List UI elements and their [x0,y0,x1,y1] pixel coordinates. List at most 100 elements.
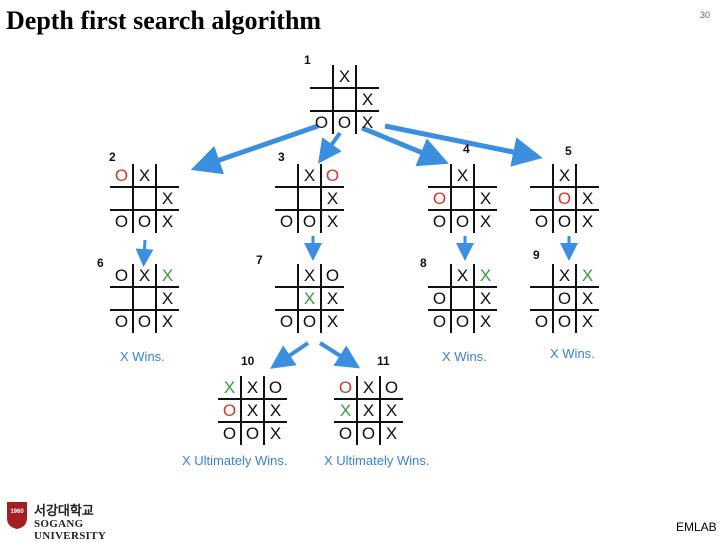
x-mark: X [304,166,315,185]
caption-node-8: X Wins. [442,349,487,364]
caption-node-9: X Wins. [550,346,595,361]
o-mark: O [115,212,128,231]
x-mark: X [304,289,315,308]
x-mark: X [362,113,373,132]
o-mark: O [280,212,293,231]
o-mark: O [115,266,128,285]
o-mark: O [558,289,571,308]
x-mark: X [386,401,397,420]
node-label-4: 4 [463,142,470,156]
x-mark: X [162,212,173,231]
x-mark: X [162,189,173,208]
x-mark: X [340,401,351,420]
x-mark: X [224,378,235,397]
x-mark: X [327,189,338,208]
x-mark: X [363,378,374,397]
x-mark: X [559,166,570,185]
o-mark: O [223,424,236,443]
node-label-6: 6 [97,256,104,270]
x-mark: X [247,378,258,397]
x-mark: X [270,401,281,420]
sogang-seal-icon: 1960 [7,502,27,529]
node-label-8: 8 [420,256,427,270]
o-mark: O [339,424,352,443]
edge-7-11 [318,341,361,369]
x-mark: X [582,212,593,231]
x-mark: X [457,266,468,285]
o-mark: O [223,401,236,420]
logo-english-name: SOGANG UNIVERSITY [34,518,107,542]
edge-1-5 [384,123,543,167]
o-mark: O [138,312,151,331]
caption-node-11: X Ultimately Wins. [324,453,429,468]
slide-title: Depth first search algorithm [6,6,322,35]
logo-korean-name: 서강대학교 [34,504,94,519]
o-mark: O [456,312,469,331]
x-mark: X [457,166,468,185]
o-mark: O [385,378,398,397]
edge-2-6 [135,239,154,267]
x-mark: X [582,266,593,285]
x-mark: X [582,289,593,308]
node-label-7: 7 [256,253,263,267]
o-mark: O [558,189,571,208]
node-label-2: 2 [109,150,116,164]
o-mark: O [115,312,128,331]
node-label-5: 5 [565,144,572,158]
o-mark: O [558,212,571,231]
x-mark: X [327,289,338,308]
node-label-3: 3 [278,150,285,164]
x-mark: X [339,67,350,86]
x-mark: X [362,90,373,109]
node-label-11: 11 [377,354,390,368]
caption-node-10: X Ultimately Wins. [182,453,287,468]
o-mark: O [246,424,259,443]
svg-text:1960: 1960 [10,509,24,515]
x-mark: X [162,312,173,331]
university-logo: 1960 서강대학교 SOGANG UNIVERSITY [6,500,136,542]
x-mark: X [582,189,593,208]
o-mark: O [433,189,446,208]
x-mark: X [304,266,315,285]
x-mark: X [480,266,491,285]
o-mark: O [269,378,282,397]
x-mark: X [363,401,374,420]
node-label-10: 10 [241,354,255,368]
o-mark: O [115,166,128,185]
x-mark: X [327,312,338,331]
caption-node-6: X Wins. [120,349,165,364]
o-mark: O [326,266,339,285]
page-number: 30 [700,10,711,20]
o-mark: O [303,312,316,331]
node-label-1: 1 [304,53,311,67]
edge-1-2 [190,123,319,175]
x-mark: X [386,424,397,443]
x-mark: X [162,289,173,308]
edge-1-3 [318,131,342,164]
o-mark: O [456,212,469,231]
o-mark: O [339,378,352,397]
o-mark: O [433,312,446,331]
x-mark: X [480,312,491,331]
o-mark: O [535,212,548,231]
footer-lab-name: EMLAB [676,520,717,534]
o-mark: O [558,312,571,331]
o-mark: O [280,312,293,331]
x-mark: X [247,401,258,420]
x-mark: X [270,424,281,443]
x-mark: X [480,189,491,208]
x-mark: X [559,266,570,285]
edge-1-4 [361,125,449,167]
x-mark: X [480,212,491,231]
